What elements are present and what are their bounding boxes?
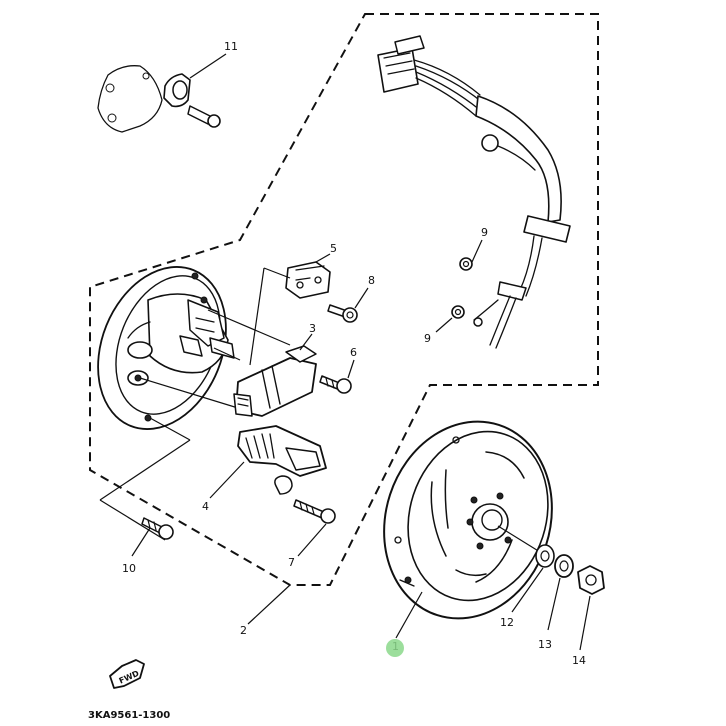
callout-2: 2 <box>240 624 247 637</box>
part-14-nut[interactable] <box>577 565 605 595</box>
part-10-screw[interactable] <box>141 517 174 540</box>
part-8-screw[interactable] <box>327 304 358 323</box>
callout-7: 7 <box>288 556 295 569</box>
part-5-pickup-bracket[interactable] <box>285 261 331 299</box>
callout-13: 13 <box>538 638 552 651</box>
part-9-screw-b[interactable] <box>451 305 465 319</box>
part-11-clip[interactable] <box>97 65 221 133</box>
callout-6: 6 <box>350 346 357 359</box>
part-4-clip[interactable] <box>274 475 293 495</box>
callout-14: 14 <box>572 654 586 667</box>
part-3-coil-block[interactable] <box>233 345 317 417</box>
part-code: 3KA9561-1300 <box>88 710 170 721</box>
callout-11: 11 <box>224 40 238 53</box>
wire-harness <box>377 35 571 349</box>
callout-9-upper: 9 <box>481 226 488 239</box>
part-7-bolt[interactable] <box>293 499 336 524</box>
callout-10: 10 <box>122 562 136 575</box>
part-2-stator-plate[interactable] <box>75 248 249 449</box>
part-12-washer[interactable] <box>535 544 555 568</box>
callout-8: 8 <box>368 274 375 287</box>
part-1-flywheel[interactable] <box>359 400 577 641</box>
callout-3: 3 <box>309 322 316 335</box>
fwd-arrow-icon: FWD <box>109 659 145 689</box>
part-6-bolt[interactable] <box>319 375 352 394</box>
callout-5: 5 <box>330 242 337 255</box>
part-4-coil[interactable] <box>237 425 327 477</box>
callout-12: 12 <box>500 616 514 629</box>
callout-9-lower: 9 <box>424 332 431 345</box>
cursor-indicator <box>386 639 404 657</box>
part-9-screw-a[interactable] <box>459 257 473 271</box>
part-13-lock-washer[interactable] <box>554 554 574 578</box>
callout-4: 4 <box>202 500 209 513</box>
